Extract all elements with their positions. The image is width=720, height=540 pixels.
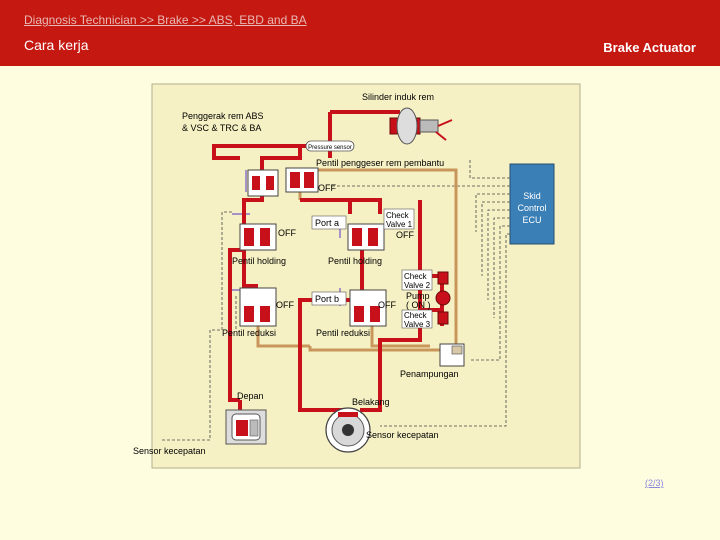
page-number-link[interactable]: (2/3)	[645, 478, 664, 488]
diagram-panel	[151, 83, 581, 469]
header-bar: Diagnosis Technician >> Brake >> ABS, EB…	[0, 0, 720, 66]
ecu-wiring	[160, 160, 510, 441]
reservoir	[439, 343, 465, 367]
check-valve-3	[437, 311, 449, 325]
front-wheel-brake	[225, 409, 267, 445]
port-b-label: Port b	[315, 294, 339, 304]
speed-sensor-front-label: Sensor kecepatan	[133, 446, 206, 456]
section-title: Brake Actuator	[603, 40, 696, 55]
off-label-holding-left: OFF	[278, 228, 296, 238]
rear-wheel-brake	[325, 407, 371, 453]
check-valve-1-label-2: Valve 1	[386, 220, 413, 229]
holding-valve-left	[239, 223, 277, 251]
ecu-label-1: Skid	[523, 191, 541, 201]
off-label-top: OFF	[318, 183, 336, 193]
check-valve-3-label-2: Valve 3	[404, 320, 431, 329]
reduction-valve-left-label: Pentil reduksi	[222, 328, 276, 338]
off-label-check-valve-1: OFF	[396, 230, 414, 240]
reduction-valve-right	[349, 289, 387, 327]
check-valve-2	[437, 271, 449, 285]
check-valve-2-box	[401, 269, 433, 291]
master-cylinder-label: Silinder induk rem	[362, 92, 434, 102]
off-label-reduction-left: OFF	[276, 300, 294, 310]
check-valve-1-label: Check	[386, 211, 410, 220]
ecu-label-2: Control	[517, 203, 546, 213]
check-valve-2-label: Check	[404, 272, 428, 281]
reduction-valve-left	[239, 287, 277, 327]
reservoir-label: Penampungan	[400, 369, 459, 379]
actuator-label: Penggerak rem ABS	[182, 111, 264, 121]
assist-valve-label: Pentil penggeser rem pembantu	[316, 158, 444, 168]
check-valve-3-box	[401, 309, 433, 329]
check-valve-1-box	[383, 208, 415, 230]
port-b-box	[311, 291, 347, 306]
page-title: Cara kerja	[24, 37, 89, 53]
master-cut-valve	[247, 169, 279, 197]
check-valve-2-label-2: Valve 2	[404, 281, 431, 290]
speed-sensor-rear-label: Sensor kecepatan	[366, 430, 439, 440]
pump-label: Pump	[406, 291, 430, 301]
holding-valve-right	[347, 223, 385, 251]
holding-valve-left-label: Pentil holding	[232, 256, 286, 266]
breadcrumb[interactable]: Diagnosis Technician >> Brake >> ABS, EB…	[24, 13, 307, 27]
skid-control-ecu	[509, 163, 555, 245]
port-a-label: Port a	[315, 218, 339, 228]
pressure-sensor	[305, 140, 355, 152]
off-label-reduction-right: OFF	[378, 300, 396, 310]
pump	[435, 290, 451, 306]
rear-label: Belakang	[352, 397, 390, 407]
pressure-sensor-label: Pressure sensor	[308, 145, 352, 151]
ecu-label-3: ECU	[522, 215, 541, 225]
assist-shift-valve	[285, 167, 319, 193]
master-cylinder	[389, 107, 453, 145]
actuator-label-2: & VSC & TRC & BA	[182, 123, 261, 133]
front-label: Depan	[237, 391, 264, 401]
reduction-valve-right-label: Pentil reduksi	[316, 328, 370, 338]
pump-state-label: ( ON )	[406, 300, 431, 310]
holding-valve-right-label: Pentil holding	[328, 256, 382, 266]
port-a-box	[311, 215, 347, 230]
check-valve-3-label: Check	[404, 311, 428, 320]
